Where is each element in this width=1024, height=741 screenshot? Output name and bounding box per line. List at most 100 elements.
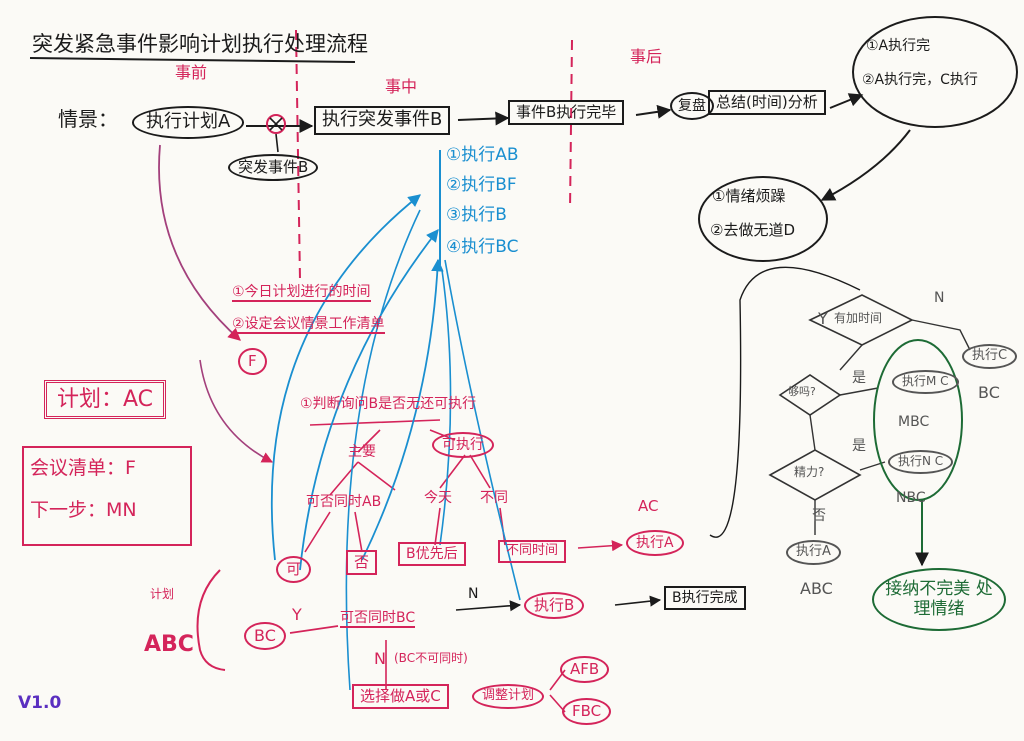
tree-today — [434, 507, 506, 546]
after-summary-1: ①情绪烦躁 — [712, 187, 786, 205]
afb-node: AFB — [560, 656, 610, 684]
next-mn-note: 下一步：MN — [30, 499, 137, 521]
diamond-energy — [768, 449, 862, 501]
tree-secondary — [439, 454, 491, 489]
blue-curve-3 — [361, 258, 444, 561]
after-summary-group — [698, 176, 828, 262]
b-done-node: B执行完成 — [664, 586, 746, 611]
right-y: Y — [818, 309, 828, 328]
branch-different-time: 不同时间 — [498, 540, 567, 563]
arrow-to-execute-a — [577, 540, 624, 552]
curve-notes-to-judge — [199, 359, 273, 463]
execute-b-node: 执行B — [524, 592, 585, 620]
phase-before: 事前 — [175, 63, 208, 82]
arrow-review-to-options — [829, 93, 864, 109]
scenario-label: 情景： — [58, 107, 118, 131]
blue-curve-4 — [439, 269, 452, 546]
phase-divider-1 — [295, 29, 301, 281]
abc-right-label: ABC — [800, 579, 833, 598]
blue-option-3: ③执行B — [446, 205, 507, 225]
same-time-bc: 可否同时BC — [340, 610, 416, 629]
accept-node: 接纳不完美 处理情绪 — [872, 568, 1006, 632]
blue-option-2: ②执行BF — [446, 175, 517, 195]
judge-question: ①判断询问B是否无还可执行 — [300, 396, 477, 412]
sudden-event-node: 突发事件B — [228, 154, 319, 182]
right-connectors — [809, 319, 971, 535]
branch-same-time-ab: 可否同时AB — [306, 494, 382, 510]
n-label-upper: N — [468, 586, 479, 602]
event-done-node: 事件B执行完毕 — [508, 100, 625, 126]
title-underline — [29, 57, 356, 63]
yes-label-2: 是 — [852, 438, 866, 454]
tree-main — [329, 461, 396, 496]
exec-event-node: 执行突发事件B — [314, 106, 451, 135]
review-item: 总结(时间)分析 — [708, 90, 826, 116]
after-option-2: ②A执行完，C执行 — [862, 72, 978, 88]
arrow-execb-to-bdone — [614, 595, 662, 607]
adjust-plan: 调整计划 — [472, 684, 545, 709]
version-label: V1.0 — [18, 693, 62, 713]
exec-a-node: 执行A — [786, 540, 841, 565]
after-option-1: ①A执行完 — [866, 38, 931, 54]
y-label: Y — [292, 605, 302, 624]
meeting-note-box — [22, 446, 192, 546]
branch-main: 主要 — [348, 444, 376, 460]
f-circle: F — [238, 348, 267, 376]
page-title: 突发紧急事件影响计划执行处理流程 — [32, 32, 368, 56]
exec-c-node: 执行C — [962, 344, 1018, 369]
plan-abc: ABC — [144, 632, 194, 657]
plan-a-node: 执行计划A — [132, 106, 245, 139]
choose-a-or-c: 选择做A或C — [352, 684, 449, 710]
after-summary-2: ②去做无道D — [710, 221, 795, 239]
branch-secondary: 可执行 — [432, 432, 494, 459]
after-options-group — [852, 16, 1018, 128]
energy-diamond: 精力? — [794, 465, 825, 479]
curve-plan-to-notes — [158, 144, 241, 341]
n-label-lower: N — [374, 649, 386, 668]
branch-execute-a: 执行A — [626, 530, 684, 557]
branch-can: 可 — [276, 556, 312, 584]
branch-ac-label: AC — [638, 497, 659, 515]
enough-diamond: 够吗? — [788, 385, 816, 398]
exec-mc-node: 执行M C — [892, 370, 959, 394]
phase-during: 事中 — [385, 77, 418, 96]
bracket-plan-abc — [196, 569, 226, 671]
arrow-sametime-to-execb — [455, 600, 522, 612]
bc-note: (BC不可同时) — [394, 651, 468, 665]
blue-option-1: ①执行AB — [446, 145, 519, 165]
arrow-bc-to-sametime — [289, 625, 339, 634]
blue-curve-5 — [345, 209, 421, 691]
bc-node: BC — [244, 622, 286, 651]
tree-can — [304, 511, 363, 553]
pink-note-1: ①今日计划进行的时间 — [232, 284, 371, 303]
fbc-node: FBC — [562, 698, 612, 726]
plan-ac-note: 计划：AC — [44, 380, 167, 420]
arrow-execA-to-bdone — [709, 266, 861, 538]
no-label: 否 — [812, 508, 826, 524]
plan-abc-top: 计划 — [150, 587, 175, 601]
branch-no: 否 — [346, 550, 378, 576]
green-group-oval — [873, 339, 963, 501]
right-n: N — [934, 290, 945, 306]
blue-curve-1 — [270, 194, 421, 561]
bc-right-label: BC — [978, 383, 1000, 402]
yes-label: 是 — [852, 370, 866, 386]
branch-different: 不同 — [480, 490, 508, 506]
meeting-f-note: 会议清单：F — [30, 457, 136, 479]
blue-option-4: ④执行BC — [446, 237, 519, 257]
add-time-diamond: 有加时间 — [834, 311, 883, 325]
blue-curve-2 — [299, 229, 439, 571]
review-node: 复盘 — [670, 92, 714, 121]
pink-note-2: ②设定会议情景工作清单 — [232, 316, 385, 335]
nbc-label: NBC — [896, 490, 926, 506]
branch-b-priority: B优先后 — [398, 542, 466, 567]
phase-after: 事后 — [630, 47, 663, 66]
exec-nc-node: 执行N C — [888, 450, 954, 474]
branch-today: 今天 — [424, 490, 452, 506]
arrow-exec-to-done — [457, 111, 510, 126]
arrow-options-to-summary — [820, 129, 911, 201]
mbc-label: MBC — [898, 414, 930, 430]
blue-curve-6 — [444, 259, 521, 601]
